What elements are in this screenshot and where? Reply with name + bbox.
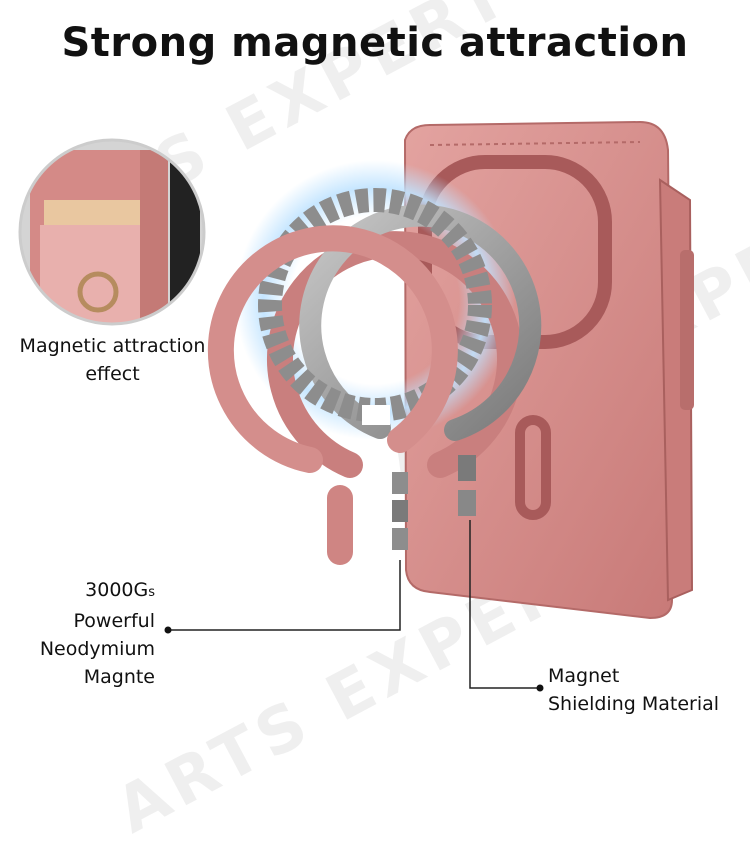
shielding-line-2: Shielding Material bbox=[548, 693, 720, 715]
leader-line-neodymium bbox=[164, 560, 401, 634]
leather-ring-front bbox=[207, 225, 458, 473]
leather-strip-piece bbox=[327, 485, 353, 565]
neodymium-line-1: Powerful bbox=[73, 610, 155, 632]
neodymium-ring bbox=[258, 188, 492, 425]
inset-label: Magnetic attraction effect bbox=[0, 332, 225, 388]
leader-line-shielding bbox=[469, 520, 544, 692]
neodymium-line-2: Neodymium bbox=[39, 638, 155, 660]
inset-label-line-1: Magnetic attraction bbox=[19, 335, 206, 357]
shielding-label: Magnet Shielding Material bbox=[548, 662, 748, 718]
inset-magnetic-effect bbox=[18, 138, 206, 326]
product-illustration bbox=[18, 120, 694, 692]
neodymium-value: 3000Gs bbox=[85, 579, 155, 601]
neodymium-bar-piece bbox=[392, 472, 408, 550]
inset-label-line-2: effect bbox=[85, 363, 140, 385]
neodymium-label: 3000Gs Powerful Neodymium Magnte bbox=[20, 576, 155, 691]
neodymium-line-3: Magnte bbox=[83, 666, 155, 688]
shielding-bar-piece bbox=[458, 455, 476, 516]
page-title: Strong magnetic attraction bbox=[61, 20, 689, 66]
shielding-line-1: Magnet bbox=[548, 665, 620, 687]
